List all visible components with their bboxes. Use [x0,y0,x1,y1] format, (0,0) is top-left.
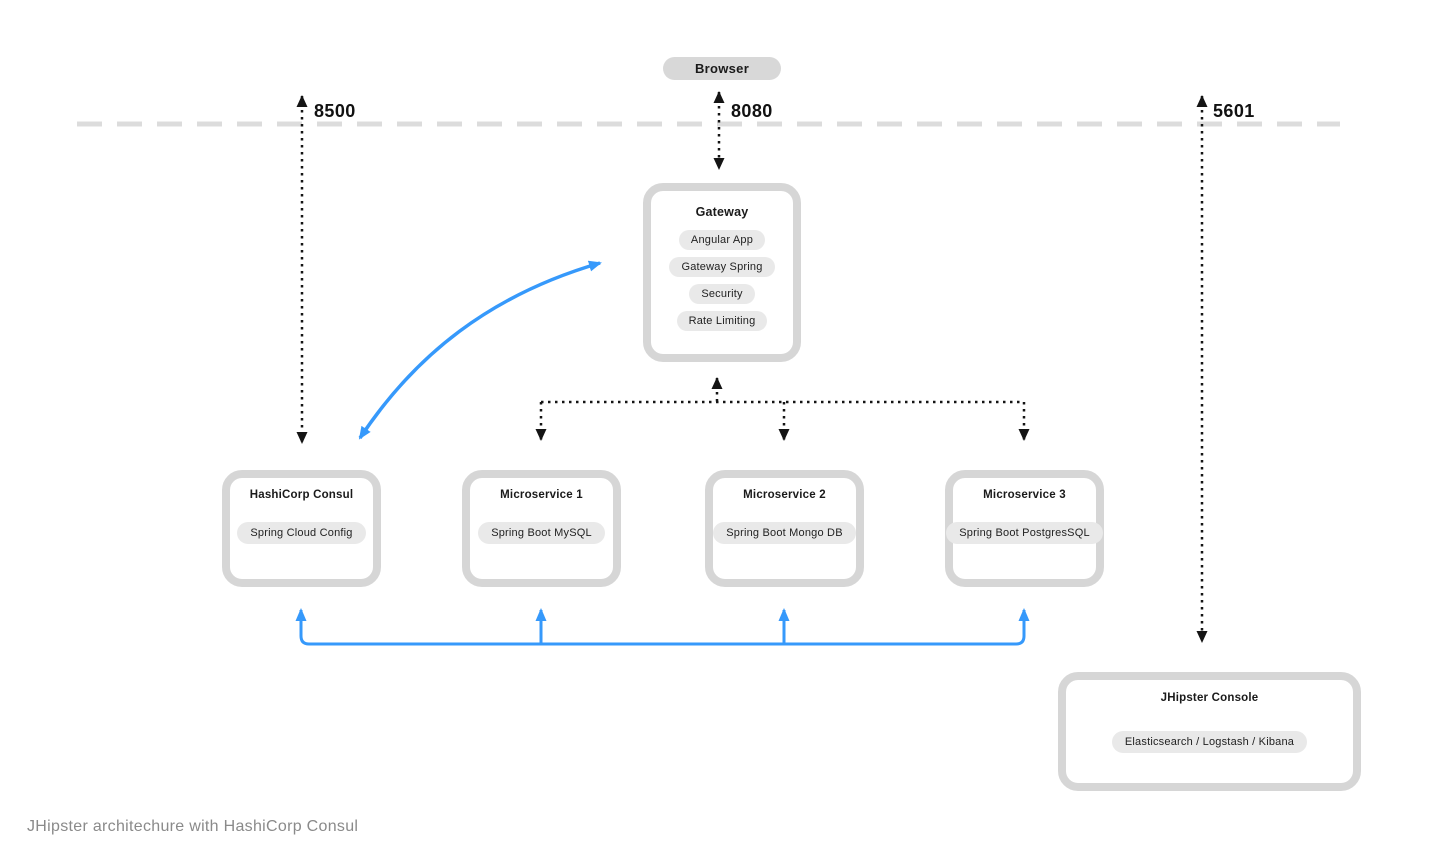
browser-node: Browser [663,57,781,80]
component-pill-gateway-spring: Gateway Spring [669,257,775,277]
gateway-node: Gateway Angular App Gateway Spring Secur… [643,183,801,362]
port-label-8080: 8080 [731,101,773,121]
diagram-caption: JHipster architechure with HashiCorp Con… [27,818,359,835]
component-pill-spring-boot-mongo-db: Spring Boot Mongo DB [713,522,856,544]
port-label-5601: 5601 [1213,101,1255,121]
jhipster-console-node: JHipster Console Elasticsearch / Logstas… [1058,672,1361,791]
port-label-8500: 8500 [314,101,356,121]
component-pill-rate-limiting: Rate Limiting [676,311,768,331]
microservice-2-title: Microservice 2 [743,489,826,501]
consul-title: HashiCorp Consul [249,489,354,501]
consul-microservices-bus-connector [295,608,1030,646]
component-pill-spring-boot-mysql: Spring Boot MySQL [478,522,605,544]
microservice-3-title: Microservice 3 [983,489,1066,501]
hashicorp-consul-node: HashiCorp Consul Spring Cloud Config [222,470,381,587]
component-pill-security: Security [689,284,755,304]
component-pill-spring-boot-postgressql: Spring Boot PostgresSQL [946,522,1103,544]
browser-label: Browser [694,61,750,76]
component-pill-angular-app: Angular App [678,230,766,250]
microservice-3-node: Microservice 3 Spring Boot PostgresSQL [945,470,1104,587]
gateway-title: Gateway [695,205,749,219]
component-pill-spring-cloud-config: Spring Cloud Config [237,522,366,544]
consul-gateway-curved-arrow [358,260,602,440]
microservice-1-node: Microservice 1 Spring Boot MySQL [462,470,621,587]
console-title: JHipster Console [1160,692,1259,704]
gateway-to-microservices-connector [535,377,1030,441]
component-pill-elk-stack: Elasticsearch / Logstash / Kibana [1111,731,1308,753]
microservice-2-node: Microservice 2 Spring Boot Mongo DB [705,470,864,587]
microservice-1-title: Microservice 1 [500,489,583,501]
